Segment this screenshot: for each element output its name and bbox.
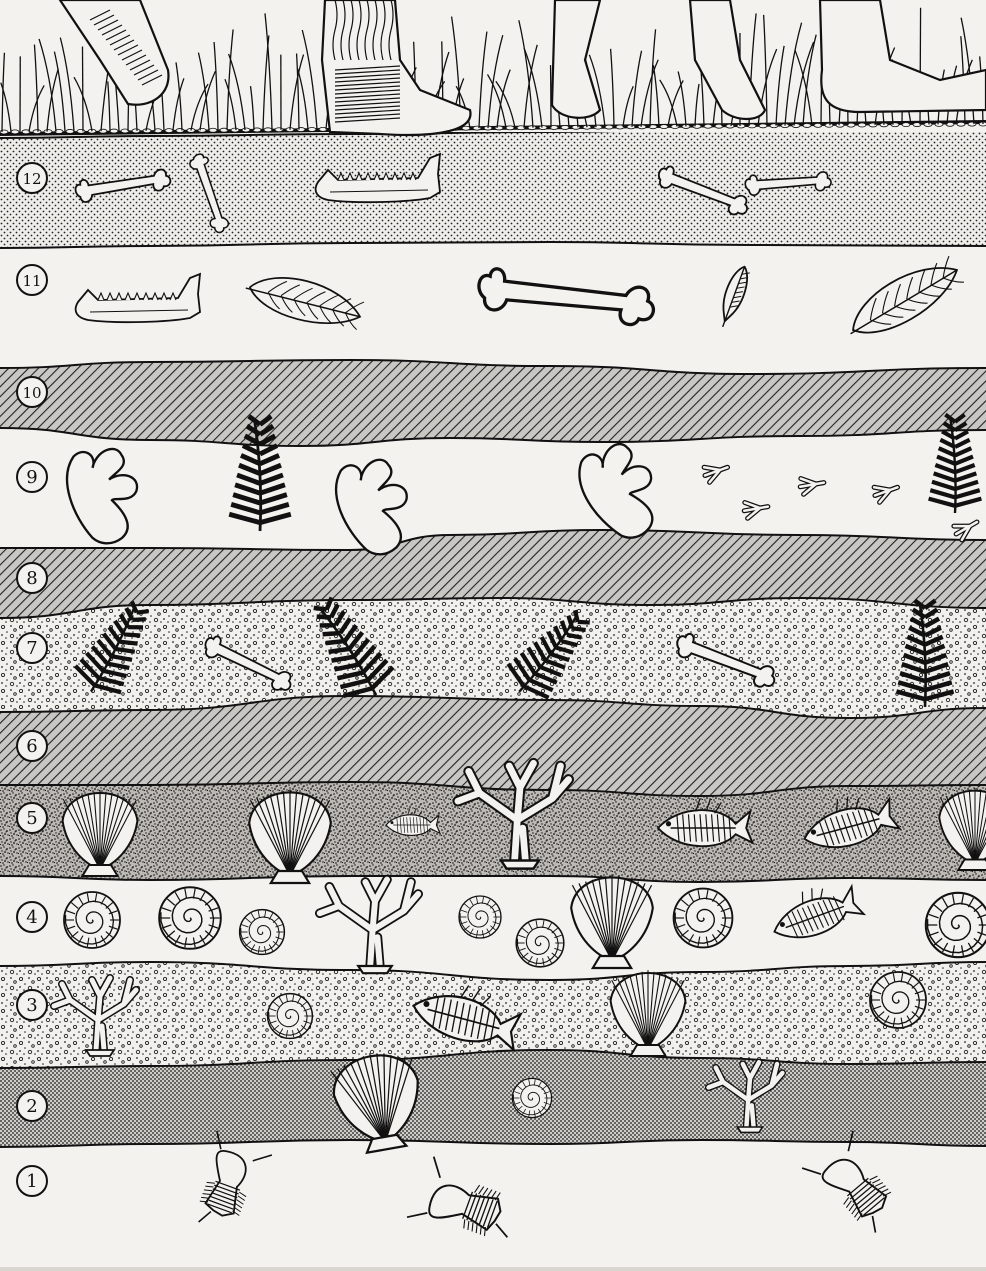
ground-pebble bbox=[275, 128, 283, 132]
ground-pebble bbox=[264, 128, 272, 132]
ground-surface bbox=[0, 0, 986, 135]
ground-pebble bbox=[957, 122, 965, 126]
layer-label-1: 1 bbox=[17, 1166, 47, 1196]
layer-label-4: 4 bbox=[17, 902, 47, 932]
ground-pebble bbox=[836, 123, 844, 127]
ground-pebble bbox=[968, 122, 976, 126]
fossil-snail-shell bbox=[674, 889, 733, 948]
ground-pebble bbox=[759, 124, 767, 128]
ground-pebble bbox=[902, 123, 910, 127]
ground-pebble bbox=[165, 129, 173, 133]
layer-label-7: 7 bbox=[17, 633, 47, 663]
ground-pebble bbox=[33, 130, 41, 134]
ground-pebble bbox=[638, 125, 646, 129]
ground-pebble bbox=[198, 128, 206, 132]
ground-pebble bbox=[627, 125, 635, 129]
grass-blade bbox=[82, 46, 83, 131]
fossil-snail-shell bbox=[64, 892, 120, 948]
ground-pebble bbox=[924, 122, 932, 126]
ground-pebble bbox=[594, 125, 602, 129]
layer-number: 10 bbox=[22, 384, 41, 402]
ground-pebble bbox=[693, 124, 701, 128]
layer-label-5: 5 bbox=[17, 803, 47, 833]
ground-pebble bbox=[495, 126, 503, 130]
layer-number: 1 bbox=[26, 1171, 37, 1192]
fossil-snail-shell bbox=[268, 994, 313, 1039]
ground-pebble bbox=[297, 128, 305, 132]
ground-pebble bbox=[792, 124, 800, 128]
ground-pebble bbox=[803, 123, 811, 127]
ground-pebble bbox=[539, 126, 547, 130]
layer-label-2: 2 bbox=[17, 1091, 47, 1121]
ground-pebble bbox=[462, 126, 470, 130]
layer-number: 7 bbox=[26, 638, 37, 659]
ground-pebble bbox=[209, 128, 217, 132]
layer-label-3: 3 bbox=[17, 990, 47, 1020]
fossil-snail-shell bbox=[240, 910, 285, 955]
layer-label-11: 11 bbox=[17, 265, 47, 295]
ground-pebble bbox=[110, 129, 118, 133]
ground-pebble bbox=[671, 125, 679, 129]
ground-pebble bbox=[737, 124, 745, 128]
ground-pebble bbox=[176, 129, 184, 133]
layer-number: 4 bbox=[26, 907, 37, 928]
fossil-snail-shell bbox=[926, 893, 986, 957]
ground-pebble bbox=[11, 130, 19, 134]
ground-pebble bbox=[231, 128, 239, 132]
ground-pebble bbox=[935, 122, 943, 126]
layer-number: 11 bbox=[22, 272, 41, 290]
ground-pebble bbox=[825, 123, 833, 127]
ground-pebble bbox=[605, 125, 613, 129]
layer-label-9: 9 bbox=[17, 462, 47, 492]
layer-label-6: 6 bbox=[17, 731, 47, 761]
layer-number: 2 bbox=[26, 1096, 37, 1117]
ground-pebble bbox=[726, 124, 734, 128]
layer-label-10: 10 bbox=[17, 377, 47, 407]
ground-pebble bbox=[242, 128, 250, 132]
ground-pebble bbox=[308, 127, 316, 131]
layer-label-8: 8 bbox=[17, 563, 47, 593]
fossil-snail-shell bbox=[870, 972, 926, 1028]
ground-pebble bbox=[858, 123, 866, 127]
fossil-snail-shell bbox=[512, 1078, 551, 1117]
layer-number: 8 bbox=[26, 568, 37, 589]
ground-pebble bbox=[506, 126, 514, 130]
ground-pebble bbox=[572, 125, 580, 129]
ground-pebble bbox=[561, 125, 569, 129]
ground-pebble bbox=[77, 129, 85, 133]
ground-pebble bbox=[660, 125, 668, 129]
ground-pebble bbox=[132, 129, 140, 133]
fossil-snail-shell bbox=[159, 887, 221, 949]
ground-pebble bbox=[66, 129, 74, 133]
layer-number: 12 bbox=[22, 170, 41, 188]
ground-pebble bbox=[704, 124, 712, 128]
ground-pebble bbox=[143, 129, 151, 133]
ground-pebble bbox=[473, 126, 481, 130]
layer-number: 9 bbox=[26, 467, 37, 488]
ground-pebble bbox=[44, 130, 52, 134]
layer-label-12: 12 bbox=[17, 163, 47, 193]
fossil-snail-shell bbox=[459, 896, 501, 938]
ground-pebble bbox=[0, 130, 8, 134]
ground-pebble bbox=[770, 124, 778, 128]
layer-number: 3 bbox=[26, 995, 37, 1016]
ground-pebble bbox=[891, 123, 899, 127]
layer-9-band bbox=[0, 428, 986, 550]
layer-number: 5 bbox=[26, 808, 37, 829]
layer-number: 6 bbox=[26, 736, 37, 757]
fossil-snail-shell bbox=[516, 919, 564, 967]
layer-12-band bbox=[0, 126, 986, 248]
ground-pebble bbox=[528, 126, 536, 130]
ground-pebble bbox=[99, 129, 107, 133]
